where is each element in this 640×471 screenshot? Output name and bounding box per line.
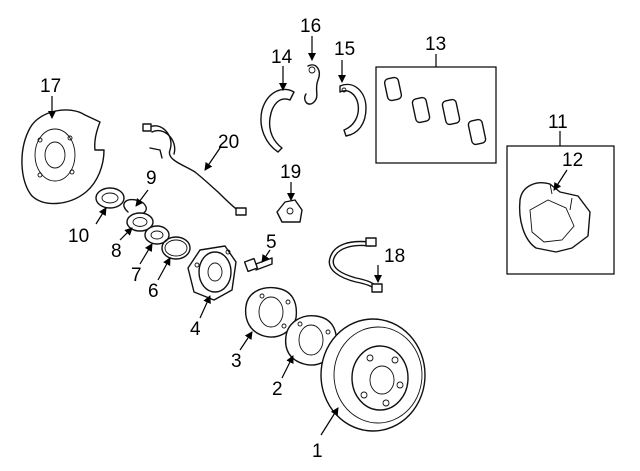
- leader-4: [199, 295, 211, 319]
- spring-part: [304, 64, 320, 105]
- brake-hose-part: [328, 237, 383, 293]
- brake-shoe-set-part: [339, 83, 367, 137]
- leader-8: [119, 227, 133, 241]
- bracket-part: [276, 199, 303, 223]
- sensor-wire-part: [142, 123, 247, 216]
- leader-3: [239, 331, 253, 351]
- bearing-part: [126, 212, 154, 232]
- brake-shoe-part: [260, 88, 295, 153]
- callout-8: 8: [111, 241, 122, 262]
- leader-1: [320, 407, 339, 436]
- callout-6: 6: [148, 281, 159, 302]
- gasket-part: [244, 286, 298, 338]
- callout-13: 13: [425, 34, 446, 55]
- leader-12: [553, 169, 568, 191]
- callout-4: 4: [190, 319, 201, 340]
- leader-5: [261, 249, 271, 263]
- callout-3: 3: [231, 351, 242, 372]
- leader-2: [281, 355, 294, 379]
- seal-part: [95, 187, 125, 209]
- brake-pads-group: [375, 66, 497, 164]
- caliper-group: [506, 145, 615, 275]
- callout-16: 16: [300, 16, 321, 37]
- leader-10: [95, 207, 107, 225]
- lug-bolt-part: [243, 257, 273, 273]
- callout-12: 12: [562, 150, 583, 171]
- callout-19: 19: [280, 162, 301, 183]
- inner-seal-part: [144, 225, 170, 245]
- brake-rotor-part: [320, 318, 426, 432]
- callout-2: 2: [272, 379, 283, 400]
- leader-7: [139, 243, 153, 265]
- callout-5: 5: [266, 232, 277, 253]
- leader-20: [204, 147, 221, 171]
- snap-ring-part: [123, 198, 147, 215]
- callout-20: 20: [218, 132, 239, 153]
- callout-14: 14: [271, 47, 293, 68]
- callout-15: 15: [334, 39, 355, 60]
- callout-17: 17: [40, 76, 61, 97]
- leader-6: [157, 257, 171, 281]
- callout-1: 1: [312, 441, 323, 462]
- callout-9: 9: [146, 168, 157, 189]
- leader-9: [135, 189, 149, 207]
- callout-11: 11: [548, 112, 568, 133]
- callout-10: 10: [68, 226, 89, 247]
- callout-7: 7: [131, 265, 142, 286]
- callout-18: 18: [384, 246, 405, 267]
- hub-part: [187, 245, 237, 301]
- o-ring-part: [161, 236, 191, 260]
- dust-shield-part: [21, 109, 105, 205]
